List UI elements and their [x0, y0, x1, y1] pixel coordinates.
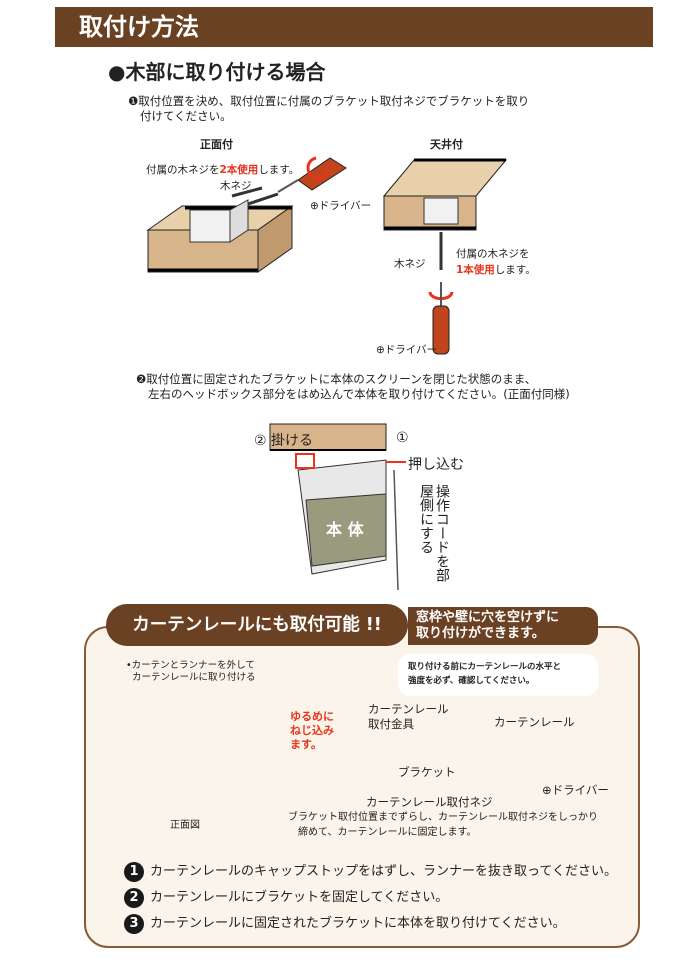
front-screw-label: 木ネジ: [220, 180, 252, 192]
mount-body-label: 本 体: [326, 520, 364, 539]
ceiling-driver-label: ⊕ドライバー: [376, 344, 438, 356]
front-mount-illustration: [146, 156, 347, 273]
front-screw-note: 付属の木ネジを2本使用します。: [146, 164, 300, 176]
remove-runner-note: •カーテンとランナーを外して カーテンレールに取り付ける: [126, 660, 256, 683]
step-number-badge: 3: [124, 913, 144, 934]
front-view-label: 正面図: [170, 820, 200, 831]
rail-screw-label: カーテンレール取付ネジ: [366, 795, 493, 809]
ceiling-screw-note1: 付属の木ネジを: [456, 248, 530, 260]
step-number-badge: 2: [124, 887, 144, 908]
ceiling-mount-title: 天井付: [430, 138, 463, 151]
subsection-title: ●木部に取り付ける場合: [108, 60, 326, 84]
front-mount-title: 正面付: [200, 138, 233, 151]
rail-label: カーテンレール: [494, 715, 575, 729]
rail-driver-label: ⊕ドライバー: [542, 783, 609, 797]
check-rail-tip: 取り付ける前にカーテンレールの水平と 強度を必ず、確認してください。: [398, 654, 598, 696]
ceiling-screw-note2: 1本使用します。: [456, 264, 536, 276]
ceiling-screw-label: 木ネジ: [394, 258, 426, 270]
bracket-label: ブラケット: [398, 765, 456, 779]
rail-fitting-label: カーテンレール 取付金具: [368, 702, 449, 731]
slide-note: ブラケット取付位置までずらし、カーテンレール取付ネジをしっかり 締めて、カーテン…: [288, 812, 598, 838]
section-header: 取付け方法: [55, 7, 653, 47]
mount-step2-label: ② 掛ける: [254, 433, 314, 449]
ceiling-mount-illustration: [382, 158, 508, 355]
curtain-rail-banner-sub: 窓枠や壁に穴を空けずに 取り付けができます。: [408, 607, 598, 645]
loosen-note: ゆるめに ねじ込み ます。: [290, 710, 334, 751]
step2-text: ❷取付位置に固定されたブラケットに本体のスクリーンを閉じた状態のまま、 左右のヘ…: [136, 372, 570, 401]
mount-illustration: [269, 423, 406, 591]
curtain-rail-banner: カーテンレールにも取付可能 !!: [106, 604, 408, 646]
mount-push-label: 押し込む: [408, 457, 464, 473]
mount-step1-number: ①: [396, 430, 409, 446]
step1-text: ❶取付位置を決め、取付位置に付属のブラケット取付ネジでブラケットを取り 付けてく…: [128, 94, 530, 123]
mount-cord-note: 操作コードを部屋側にする: [418, 484, 450, 582]
front-driver-label: ⊕ドライバー: [310, 200, 372, 212]
step-number-badge: 1: [124, 861, 144, 882]
